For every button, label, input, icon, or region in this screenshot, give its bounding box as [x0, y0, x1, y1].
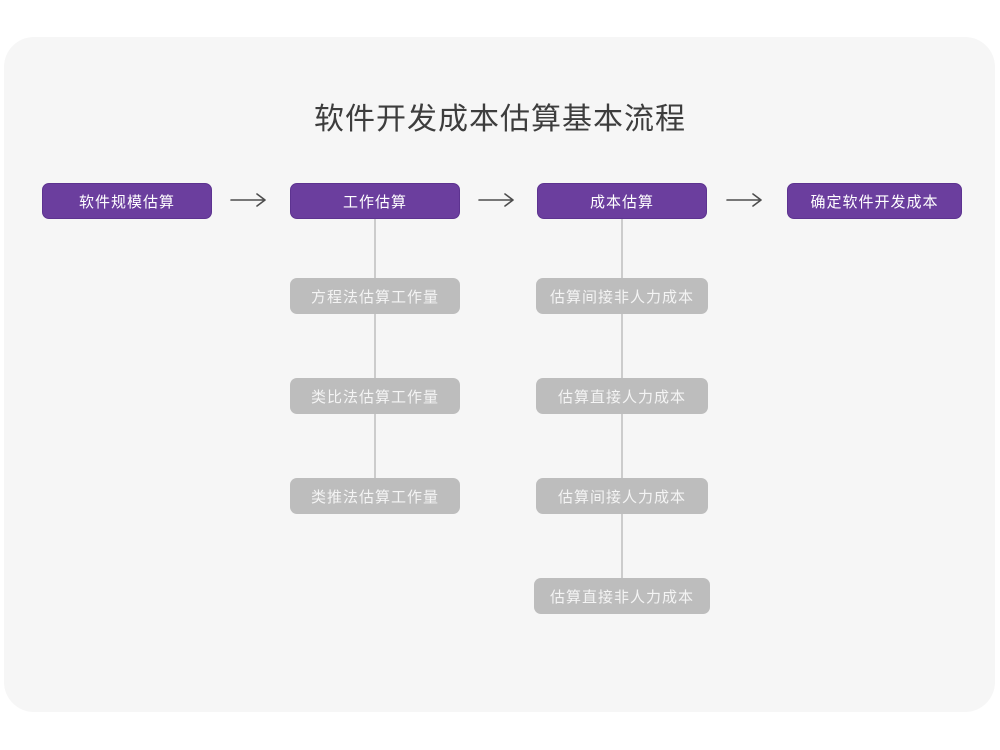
- right-arrow-icon: [726, 193, 762, 207]
- stage-node-effort-estimation: 工作估算: [290, 183, 460, 219]
- right-arrow-icon: [230, 193, 266, 207]
- stage-node-software-size-estimation: 软件规模估算: [42, 183, 212, 219]
- substep-node-indirect-labor-cost: 估算间接人力成本: [536, 478, 708, 514]
- stage-node-determine-development-cost: 确定软件开发成本: [787, 183, 962, 219]
- connector-effort-column: [374, 219, 376, 496]
- substep-node-equation-method: 方程法估算工作量: [290, 278, 460, 314]
- substep-node-direct-nonlabor-cost: 估算直接非人力成本: [534, 578, 710, 614]
- diagram-title: 软件开发成本估算基本流程: [314, 103, 686, 136]
- substep-node-direct-labor-cost: 估算直接人力成本: [536, 378, 708, 414]
- diagram-card: [4, 37, 995, 712]
- substep-node-indirect-nonlabor-cost: 估算间接非人力成本: [536, 278, 708, 314]
- stage-node-cost-estimation: 成本估算: [537, 183, 707, 219]
- substep-node-extrapolation-method: 类推法估算工作量: [290, 478, 460, 514]
- substep-node-analogy-method: 类比法估算工作量: [290, 378, 460, 414]
- right-arrow-icon: [478, 193, 514, 207]
